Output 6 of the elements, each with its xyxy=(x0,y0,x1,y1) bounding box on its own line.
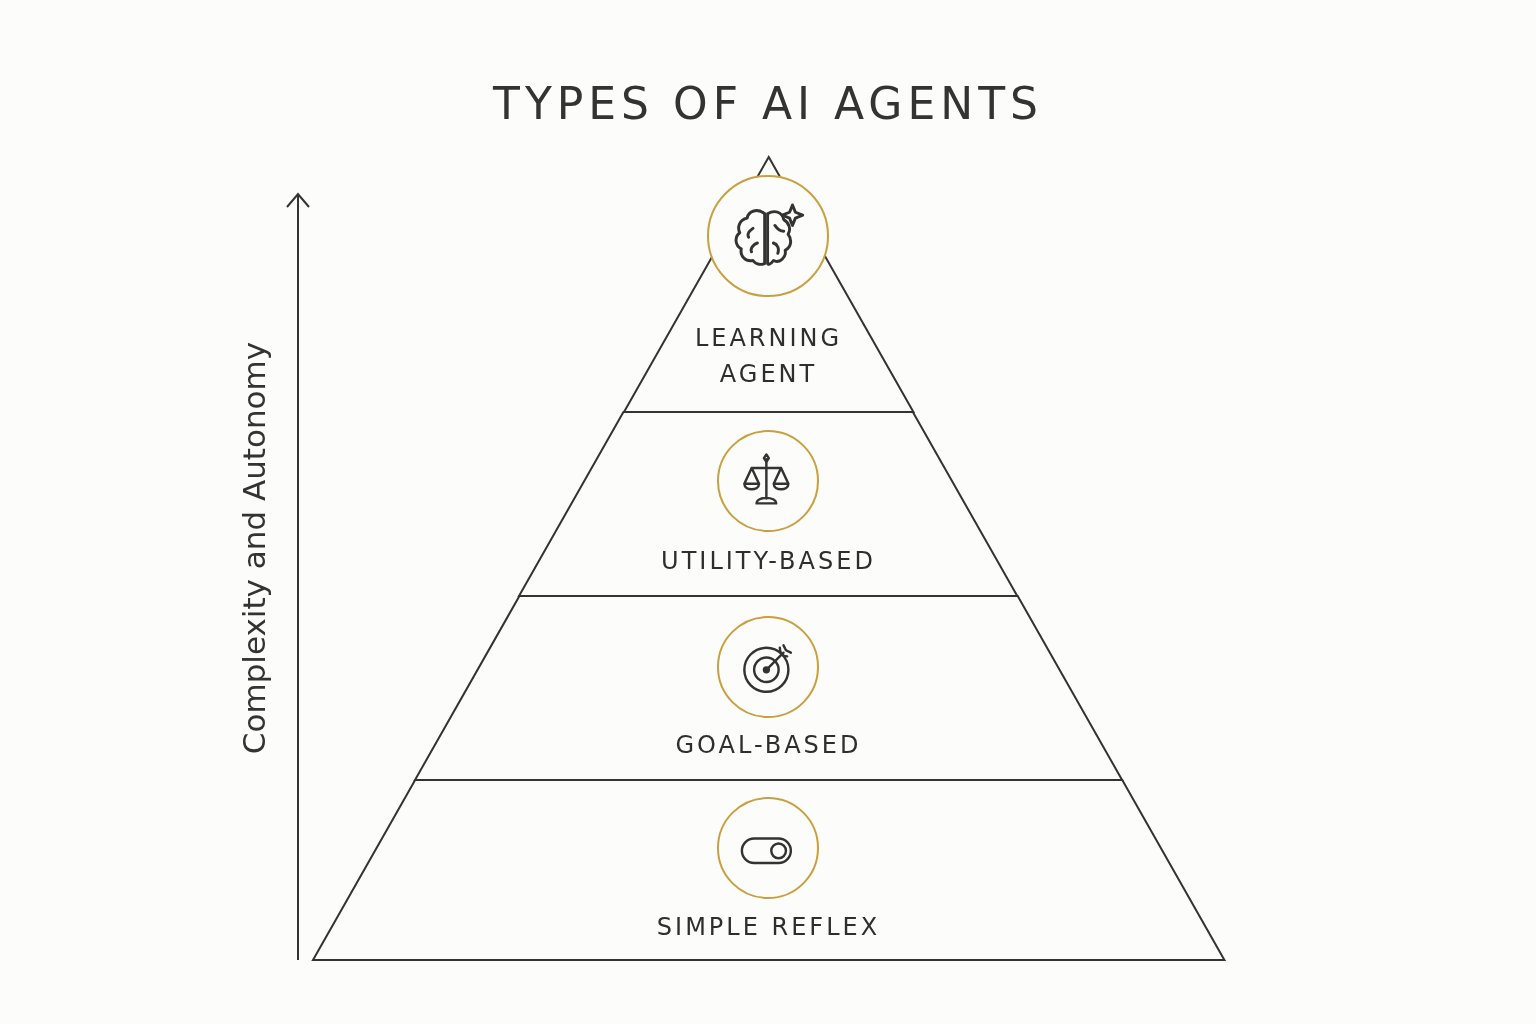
axis-label: Complexity and Autonomy xyxy=(236,341,273,755)
tier-label: GOAL-BASED xyxy=(674,730,863,761)
title: TYPES OF AI AGENTS xyxy=(492,78,1044,129)
tier-label: SIMPLE REFLEX xyxy=(655,912,882,943)
tier-label: LEARNING AGENT xyxy=(693,323,844,390)
tier-label: UTILITY-BASED xyxy=(660,546,877,577)
